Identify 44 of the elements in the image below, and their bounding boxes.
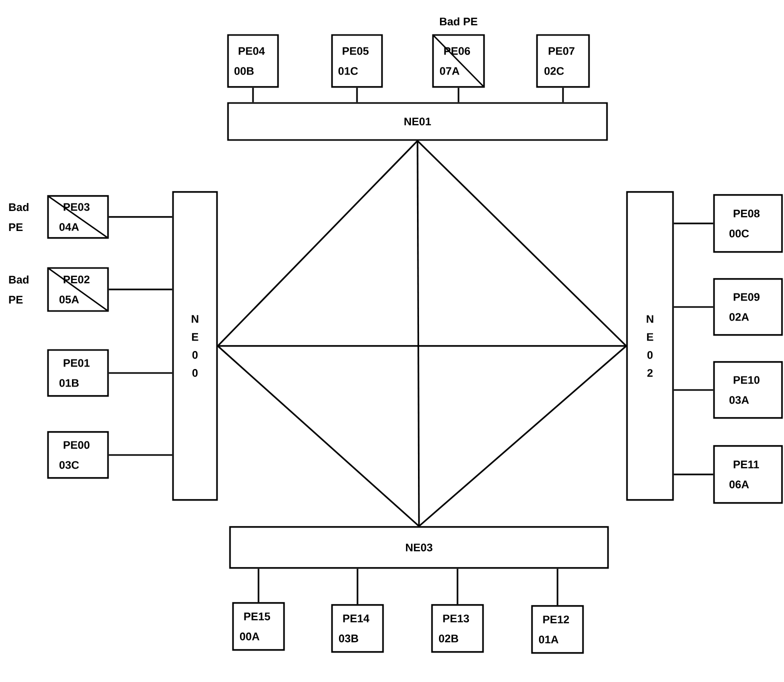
connector-line [356, 568, 358, 604]
connector-line [674, 474, 714, 476]
pe-box: PE02 05A [47, 267, 109, 312]
connector-line [217, 345, 420, 527]
pe-box: PE05 01C [331, 34, 383, 88]
network-element-bar: NE03 [229, 526, 609, 569]
connector-line [218, 345, 626, 347]
bad-pe-note: Bad PE [9, 276, 28, 304]
connector-line [674, 306, 714, 308]
pe-box: PE03 04A [47, 195, 109, 239]
pe-box: PE10 03A [713, 361, 783, 419]
connector-line [416, 140, 420, 526]
connector-line [108, 454, 172, 456]
connector-line [217, 140, 418, 347]
connector-line [258, 568, 260, 602]
network-element-bar: N E 0 0 [172, 191, 218, 501]
connector-line [674, 222, 714, 224]
pe-box: PE09 02A [713, 278, 783, 336]
bad-pe-note: Bad PE [9, 203, 28, 231]
pe-box: PE14 03B [331, 604, 384, 653]
connector-line [416, 140, 627, 347]
connector-line [562, 88, 564, 102]
connector-line [456, 568, 458, 604]
connector-line [556, 568, 558, 606]
network-element-bar: N E 0 2 [626, 191, 674, 501]
connector-line [356, 88, 358, 102]
pe-box: PE11 06A [713, 445, 783, 504]
pe-box: PE07 02C [536, 34, 590, 88]
network-element-bar: NE01 [227, 102, 608, 141]
pe-box: PE00 03C [47, 431, 109, 479]
pe-box: PE12 01A [531, 605, 584, 654]
connector-line [674, 389, 714, 391]
connector-line [418, 345, 627, 527]
pe-box: PE15 00A [232, 602, 285, 651]
connector-line [108, 288, 172, 290]
connector-line [458, 88, 460, 102]
pe-box: PE13 02B [431, 604, 484, 653]
connector-line [252, 88, 254, 102]
connector-line [108, 372, 172, 374]
bad-pe-note: Bad PE [440, 17, 478, 26]
pe-box: PE08 00C [713, 194, 783, 253]
pe-box: PE01 01B [47, 349, 109, 397]
connector-line [108, 216, 172, 218]
pe-box: PE04 00B [227, 34, 279, 88]
